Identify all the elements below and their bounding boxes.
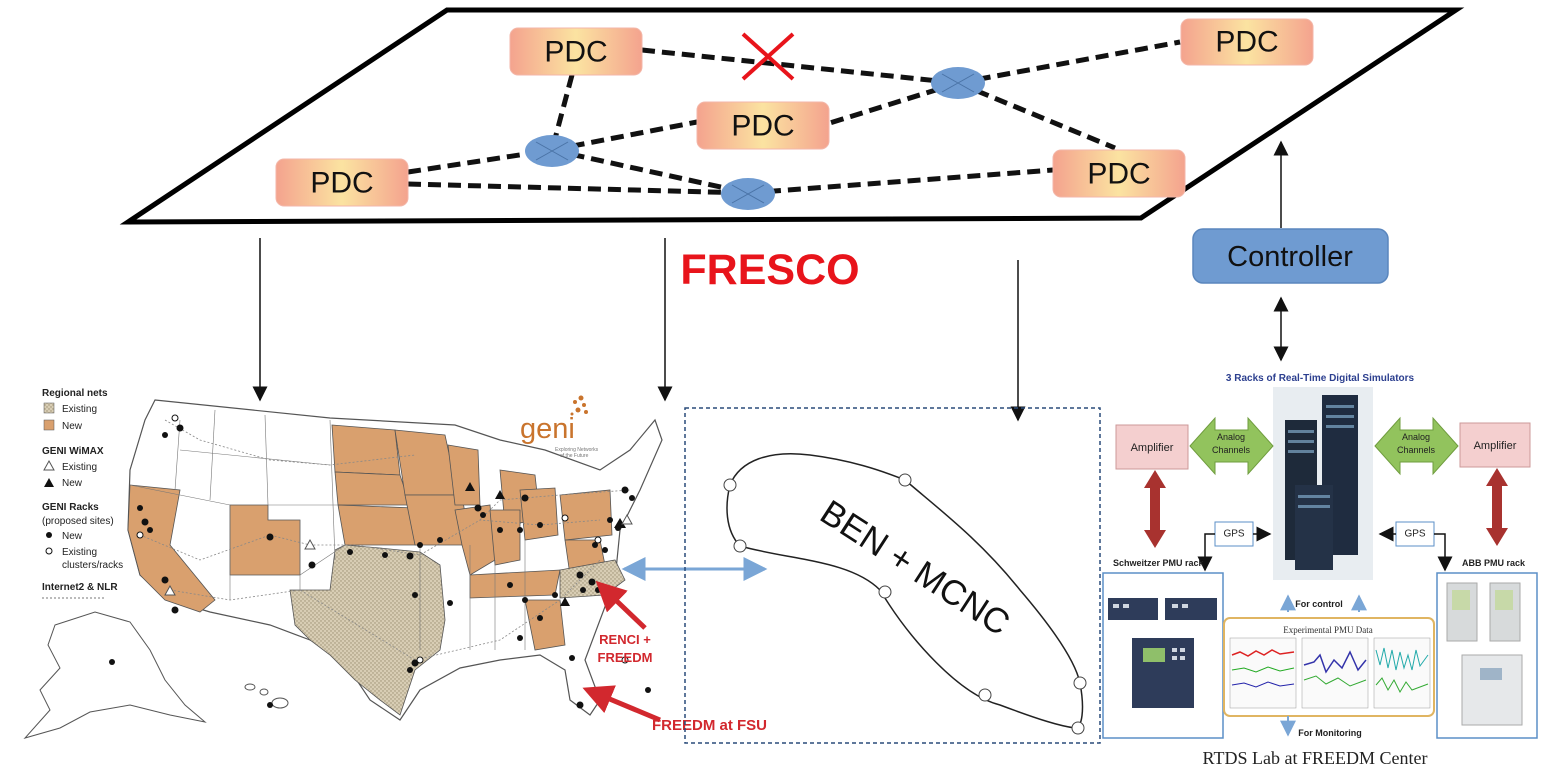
pmu-plot-middle	[1301, 637, 1369, 709]
analog-right-2: Channels	[1397, 445, 1436, 455]
down-arrows	[252, 238, 1026, 422]
network-plane: PDC PDC PDC PDC PDC	[119, 7, 1465, 225]
map-network-links	[139, 419, 631, 661]
pdc-node-top-right: PDC	[1180, 18, 1314, 66]
map-wimax-sites	[465, 482, 626, 606]
rtds-racks-image	[1273, 387, 1373, 580]
legend-racks: GENI Racks	[42, 502, 99, 513]
analog-left-2: Channels	[1212, 445, 1251, 455]
amplifier-left: Amplifier	[1115, 424, 1189, 470]
map-alaska	[23, 611, 207, 739]
pdc-node-top-left: PDC	[509, 27, 643, 76]
map-state-borders	[129, 409, 526, 650]
map-new-regions	[127, 424, 613, 651]
hub-bottom	[721, 178, 775, 210]
geni-logo: geni Exploring Networks of the Future	[520, 395, 599, 459]
fsu-arrow	[582, 685, 661, 723]
gps-left-label: GPS	[1223, 529, 1244, 540]
abb-rack	[1436, 572, 1538, 739]
legend-wimax-new: New	[62, 478, 83, 489]
legend-racks-new: New	[62, 531, 83, 542]
network-links	[407, 39, 1181, 196]
geni-logo-icon	[570, 395, 588, 416]
pdc-label: PDC	[310, 167, 373, 200]
renci-label-2: FREEDM	[598, 650, 653, 665]
pmu-data-panel: For control Experimental PMU Data	[1223, 594, 1435, 738]
legend-existing: Existing	[62, 404, 97, 415]
ben-nodes	[723, 473, 1087, 735]
map-wimax-existing	[164, 513, 633, 596]
amp-left-rack-arrow	[1144, 470, 1166, 548]
analog-right-1: Analog	[1402, 432, 1430, 442]
amplifier-right: Amplifier	[1459, 422, 1531, 468]
schweitzer-rack	[1102, 572, 1224, 739]
ben-network-outline	[726, 453, 1084, 729]
rack-new-icon	[46, 532, 52, 538]
ben-mcnc-label: BEN + MCNC	[813, 493, 1016, 644]
legend-wimax-existing: Existing	[62, 462, 97, 473]
legend-racks-sub: (proposed sites)	[42, 516, 114, 527]
for-control-label: For control	[1295, 599, 1343, 609]
pmu-data-title: Experimental PMU Data	[1283, 625, 1372, 635]
gps-right: GPS	[1395, 521, 1435, 547]
pdc-label: PDC	[1087, 158, 1150, 191]
pmu-plot-right	[1373, 637, 1431, 709]
legend-regional-nets: Regional nets	[42, 388, 108, 399]
pmu-plot-left	[1229, 637, 1297, 709]
gps-right-label: GPS	[1404, 529, 1425, 540]
pdc-label: PDC	[1215, 26, 1278, 59]
schweitzer-label: Schweitzer PMU rack	[1113, 558, 1205, 568]
hub-right	[931, 67, 985, 99]
freedm-fsu-label: FREEDM at FSU	[652, 717, 767, 734]
renci-label-1: RENCI +	[599, 632, 651, 647]
map-existing-sites	[136, 414, 629, 664]
geni-tagline-2: of the Future	[560, 453, 589, 459]
controller-box: Controller	[1192, 228, 1389, 284]
legend-internet2: Internet2 & NLR	[42, 582, 118, 593]
fresco-title: FRESCO	[680, 246, 859, 294]
pdc-label: PDC	[731, 110, 794, 143]
legend-new-swatch	[43, 419, 55, 431]
rtds-caption: RTDS Lab at FREEDM Center	[1203, 748, 1428, 768]
ben-panel-border	[684, 407, 1101, 744]
wimax-existing-icon	[43, 459, 55, 471]
hub-left	[525, 135, 579, 167]
analog-left-1: Analog	[1217, 432, 1245, 442]
legend-wimax: GENI WiMAX	[42, 446, 104, 457]
rack-existing-icon	[45, 547, 53, 555]
legend-racks-existing-1: Existing	[62, 547, 97, 558]
pdc-node-right: PDC	[1052, 149, 1186, 198]
rtds-title: 3 Racks of Real-Time Digital Simulators	[1226, 373, 1415, 384]
geni-logo-text: geni	[520, 413, 575, 445]
wimax-new-icon	[44, 478, 54, 487]
controller-label: Controller	[1227, 241, 1353, 273]
pdc-node-center: PDC	[696, 101, 830, 150]
ben-panel: BEN + MCNC	[684, 407, 1101, 744]
amplifier-left-label: Amplifier	[1131, 442, 1174, 454]
for-monitoring-label: For Monitoring	[1298, 728, 1361, 738]
failed-link-x-icon	[741, 32, 795, 81]
geni-map: Regional nets Existing New GENI WiMAX Ex…	[23, 388, 767, 739]
analog-channels-right: Analog Channels	[1374, 416, 1459, 476]
map-hawaii	[244, 683, 289, 709]
amp-right-rack-arrow	[1486, 468, 1508, 546]
legend-new: New	[62, 421, 83, 432]
legend-racks-existing-2: clusters/racks	[62, 560, 123, 571]
pdc-label: PDC	[544, 36, 607, 69]
geni-tagline-1: Exploring Networks	[555, 447, 599, 453]
map-existing-region	[289, 544, 446, 716]
amplifier-right-label: Amplifier	[1474, 440, 1517, 452]
network-hubs	[525, 67, 985, 210]
abb-label: ABB PMU rack	[1462, 558, 1526, 568]
rtds-panel: 3 Racks of Real-Time Digital Simulators …	[1102, 373, 1538, 768]
analog-channels-left: Analog Channels	[1189, 416, 1274, 476]
gps-left: GPS	[1214, 521, 1254, 547]
renci-arrow	[595, 580, 647, 630]
map-sites	[109, 424, 651, 709]
legend-existing-swatch	[43, 402, 55, 414]
map-legend: Regional nets Existing New GENI WiMAX Ex…	[42, 388, 123, 599]
gps-connectors	[1197, 526, 1453, 572]
pdc-node-left: PDC	[275, 158, 409, 207]
